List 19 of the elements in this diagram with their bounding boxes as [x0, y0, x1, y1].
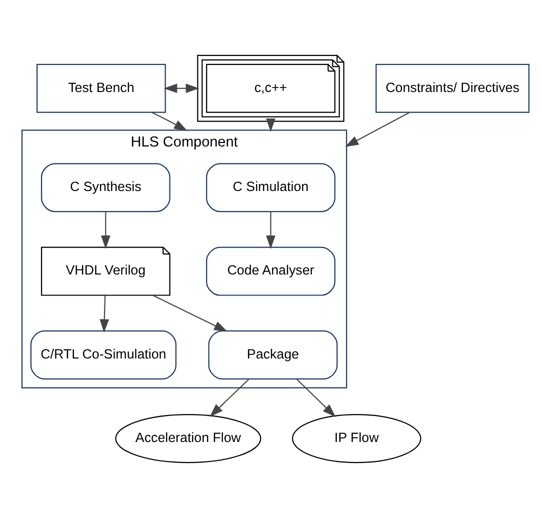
arrow [345, 111, 410, 146]
node-box: C Synthesis [40, 162, 170, 212]
arrow [296, 378, 336, 417]
node-ellipse: Acceleration Flow [115, 414, 262, 463]
arrow [100, 211, 110, 248]
arrow [266, 211, 276, 248]
node-box: Constraints/ Directives [376, 63, 530, 112]
arrow [100, 294, 110, 332]
node-box: Test Bench [36, 63, 166, 112]
arrow [210, 378, 250, 416]
node-box: C Simulation [206, 162, 336, 212]
arrow [152, 111, 188, 130]
arrow [164, 83, 200, 93]
node-box: C/RTL Co-Simulation [30, 330, 176, 379]
arrow [266, 118, 276, 132]
node-box: Package [208, 330, 338, 379]
node-box: Code Analyser [206, 246, 336, 296]
node-ellipse: IP Flow [292, 414, 422, 463]
arrow [152, 294, 228, 332]
